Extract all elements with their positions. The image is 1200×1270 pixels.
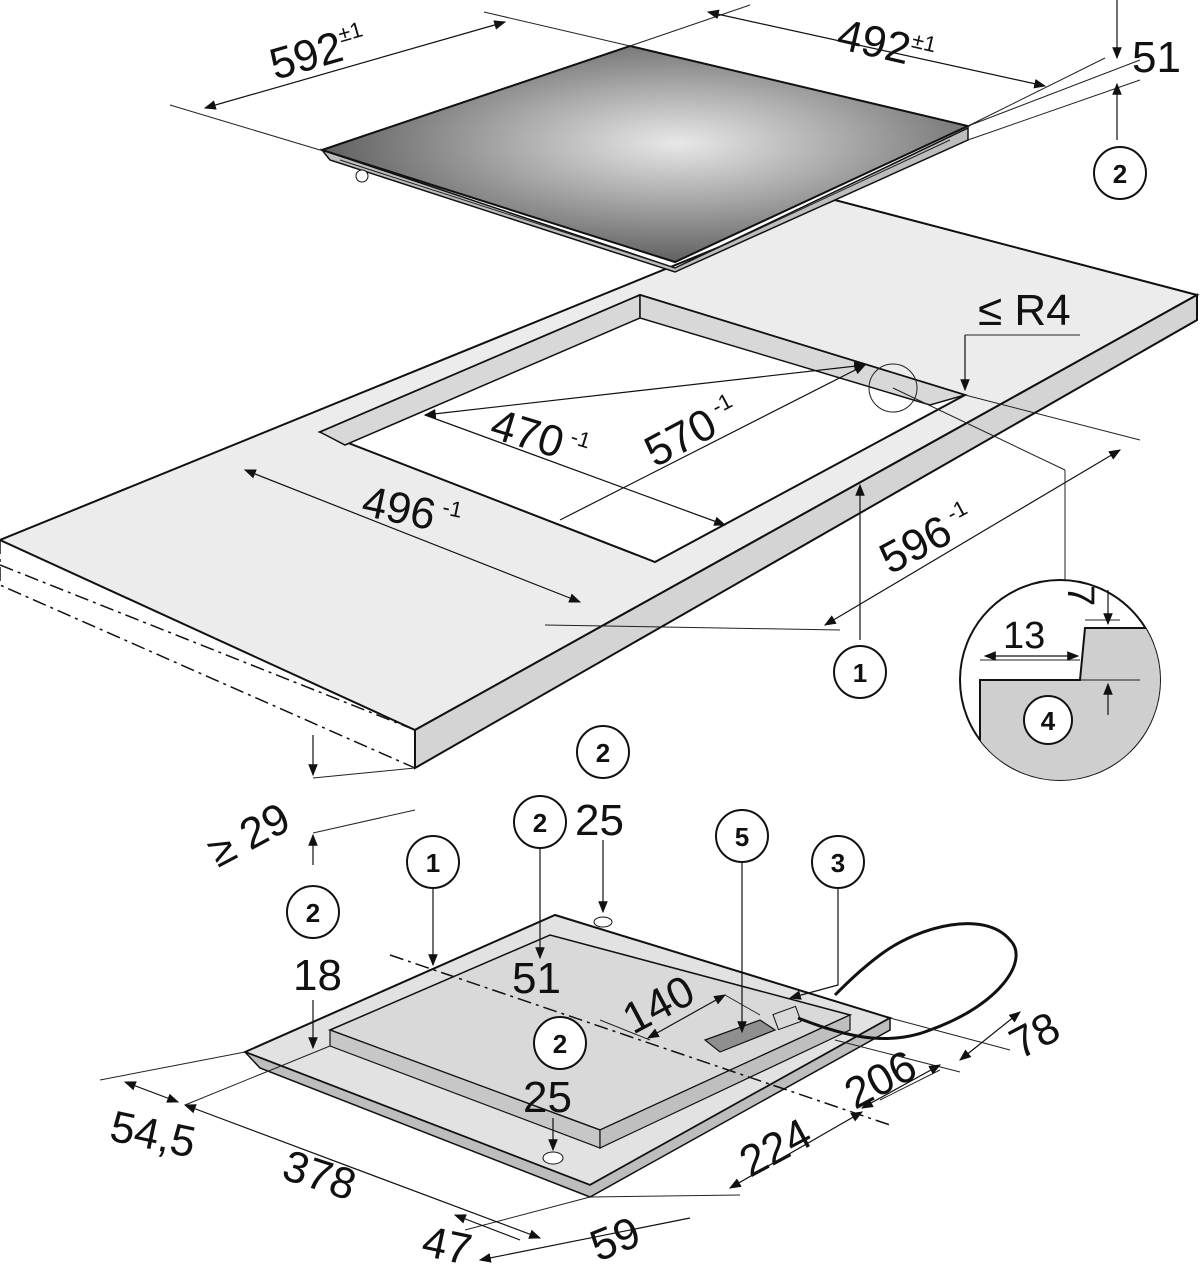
callout-2-under-left: 2 — [286, 885, 340, 1050]
dim-under-378: 378 — [277, 1141, 362, 1210]
callout-2-under-a: 2 — [576, 725, 630, 914]
dim-under-25-front: 25 — [523, 1073, 572, 1122]
svg-text:2: 2 — [596, 738, 610, 768]
dims-worktop-thickness — [308, 735, 416, 865]
dim-detail-13: 13 — [1003, 615, 1045, 657]
dim-hob-height: 51 — [1132, 33, 1181, 82]
dim-under-51: 51 — [512, 954, 561, 1003]
svg-text:2: 2 — [533, 808, 547, 838]
callout-1-top: 1 — [833, 645, 887, 699]
cable-terminal — [772, 1005, 802, 1031]
svg-text:2: 2 — [306, 898, 320, 928]
callout-4-detail: 4 — [1023, 695, 1073, 745]
dim-cutout-596: 596-1 — [872, 494, 982, 584]
svg-text:1: 1 — [853, 658, 867, 688]
dim-under-18: 18 — [293, 951, 342, 1000]
dim-detail-7: 7 — [1059, 585, 1101, 606]
underside-foot-top — [593, 916, 613, 928]
dim-hob-depth: 492±1 — [833, 10, 939, 80]
detail-view — [959, 579, 1161, 781]
hob-foot — [355, 169, 369, 183]
svg-text:2: 2 — [1113, 159, 1127, 189]
svg-text:5: 5 — [735, 822, 749, 852]
dim-under-59: 59 — [583, 1208, 647, 1270]
dim-hob-width: 592±1 — [264, 16, 371, 90]
dim-cutout-radius: ≤ R4 — [978, 286, 1071, 335]
callout-2-under-b: 2 — [513, 795, 567, 960]
callout-1-under: 1 — [406, 835, 460, 967]
worktop-front-edge — [414, 293, 1198, 770]
dim-worktop-min: ≥ 29 — [200, 794, 298, 877]
dim-under-224: 224 — [732, 1109, 820, 1187]
dims-hob — [169, 0, 1141, 151]
power-cable — [797, 922, 1018, 1040]
dim-under-54-5: 54,5 — [106, 1102, 200, 1168]
underside-foot-front — [542, 1151, 564, 1165]
svg-text:3: 3 — [831, 848, 845, 878]
callout-2-top: 2 — [1093, 146, 1147, 200]
callout-2-under-front: 2 — [533, 1016, 587, 1152]
callout-3-under: 3 — [788, 835, 865, 1000]
underside-body-right — [599, 1014, 851, 1149]
dims-cutout — [243, 334, 1141, 640]
callout-5-under: 5 — [715, 809, 769, 1034]
svg-text:2: 2 — [553, 1029, 567, 1059]
svg-text:4: 4 — [1041, 706, 1056, 736]
svg-text:1: 1 — [426, 848, 440, 878]
dim-under-47: 47 — [418, 1217, 476, 1270]
dims-underside — [99, 994, 1021, 1263]
radius-marker — [868, 363, 918, 413]
dim-under-78: 78 — [1002, 1003, 1068, 1069]
dim-under-25-top: 25 — [575, 796, 624, 845]
